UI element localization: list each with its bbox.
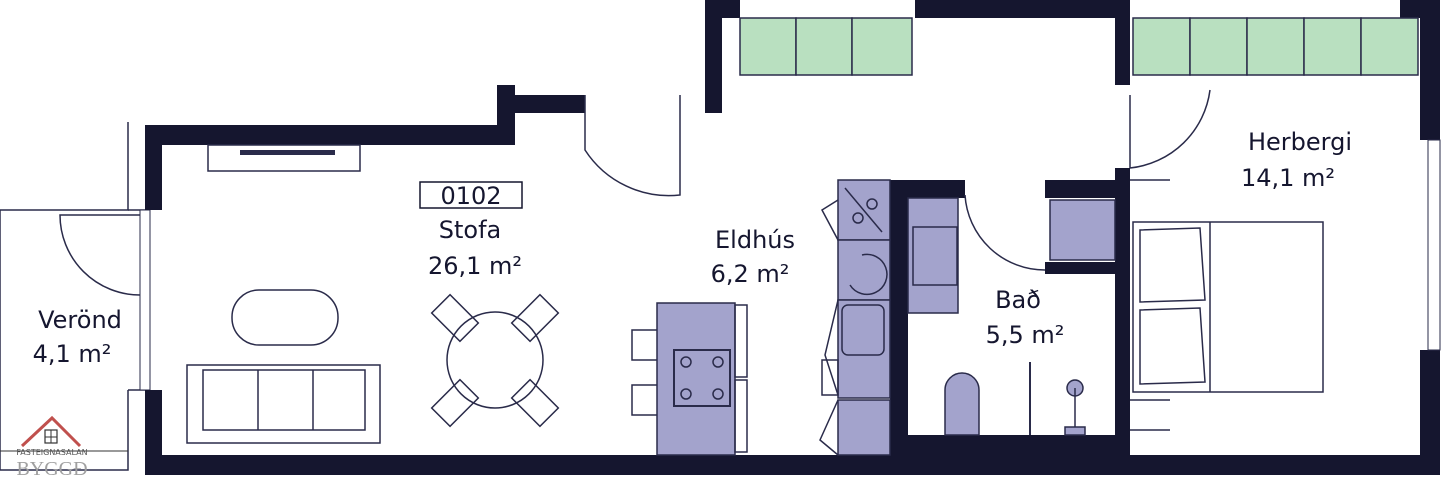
room-name-herbergi: Herbergi (1248, 128, 1352, 156)
kitchen-counter (819, 179, 891, 456)
dining-table (430, 293, 560, 428)
toilet (944, 372, 980, 436)
bed (1130, 179, 1324, 431)
unit-number: 0102 (440, 182, 501, 210)
room-area-bad: 5,5 m² (986, 321, 1065, 349)
room-area-eldhus: 6,2 m² (711, 260, 790, 288)
room-area-stofa: 26,1 m² (428, 252, 522, 280)
walls (145, 0, 1440, 475)
room-name-verond: Verönd (38, 306, 122, 334)
tv-unit (207, 144, 361, 172)
unit-number-box (419, 181, 523, 209)
kitchen-island (631, 302, 748, 456)
logo-bottom-text: BYGGÐ (16, 458, 87, 480)
veranda (0, 122, 151, 471)
coffee-table (231, 289, 339, 346)
bedroom-door-swing (1129, 89, 1211, 169)
room-name-bad: Bað (995, 286, 1041, 314)
room-name-eldhus: Eldhús (715, 226, 795, 254)
logo-top-text: FASTEIGNASALAN (16, 448, 87, 457)
windows (739, 17, 1441, 351)
fasteignasalan-byggd-logo: FASTEIGNASALAN BYGGÐ (0, 415, 128, 480)
entrance-door-swing (584, 95, 681, 197)
room-area-herbergi: 14,1 m² (1241, 164, 1335, 192)
bath-door-swing (964, 194, 1046, 271)
room-area-verond: 4,1 m² (33, 340, 112, 368)
bath-fixtures (907, 197, 1116, 436)
sofa (186, 364, 381, 444)
room-name-stofa: Stofa (439, 216, 501, 244)
veranda-door-swing (59, 214, 141, 296)
